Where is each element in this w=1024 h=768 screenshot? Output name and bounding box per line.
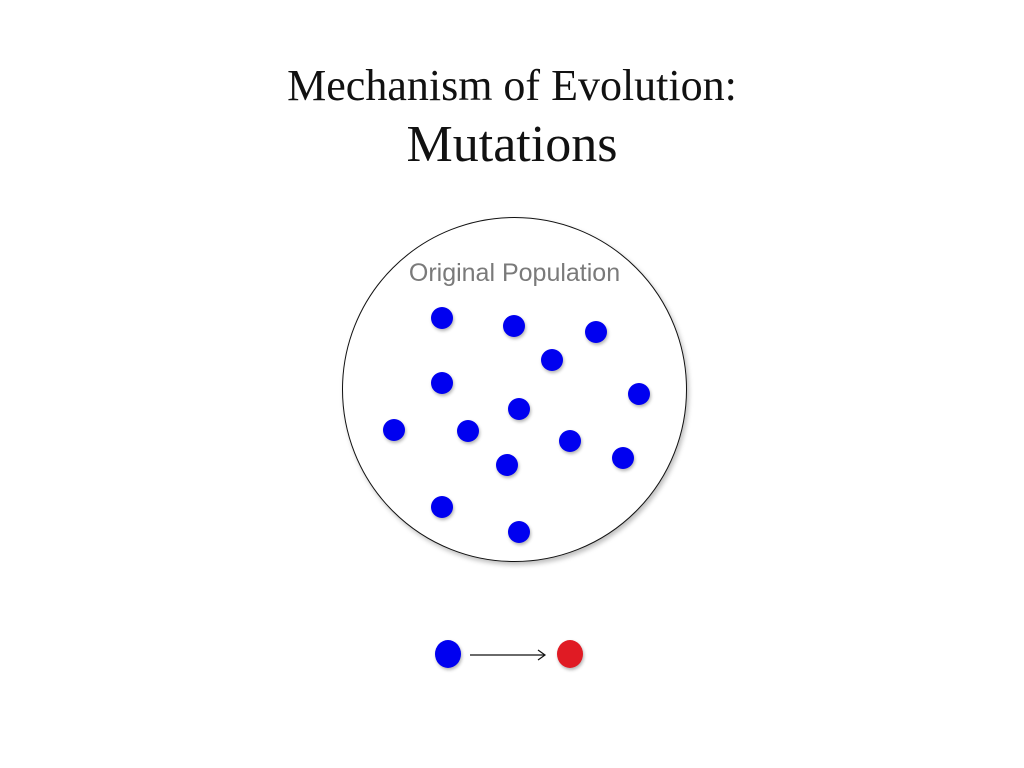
title-line-1: Mechanism of Evolution:	[287, 61, 737, 110]
individual-dot	[559, 430, 581, 452]
individual-dot	[503, 315, 525, 337]
individual-dot	[383, 419, 405, 441]
individual-dot	[457, 420, 479, 442]
individual-dot	[628, 383, 650, 405]
individual-dot	[612, 447, 634, 469]
individual-dot	[496, 454, 518, 476]
individual-dot	[431, 372, 453, 394]
mutation-arrow-icon	[470, 649, 547, 661]
individual-dot	[541, 349, 563, 371]
mutated-individual-dot	[557, 640, 583, 668]
original-individual-dot	[435, 640, 461, 668]
population-label: Original Population	[408, 259, 621, 287]
individual-dot	[431, 307, 453, 329]
individual-dot	[508, 521, 530, 543]
individual-dot	[585, 321, 607, 343]
individual-dot	[508, 398, 530, 420]
title-line-2: Mutations	[406, 116, 618, 173]
individual-dot	[431, 496, 453, 518]
